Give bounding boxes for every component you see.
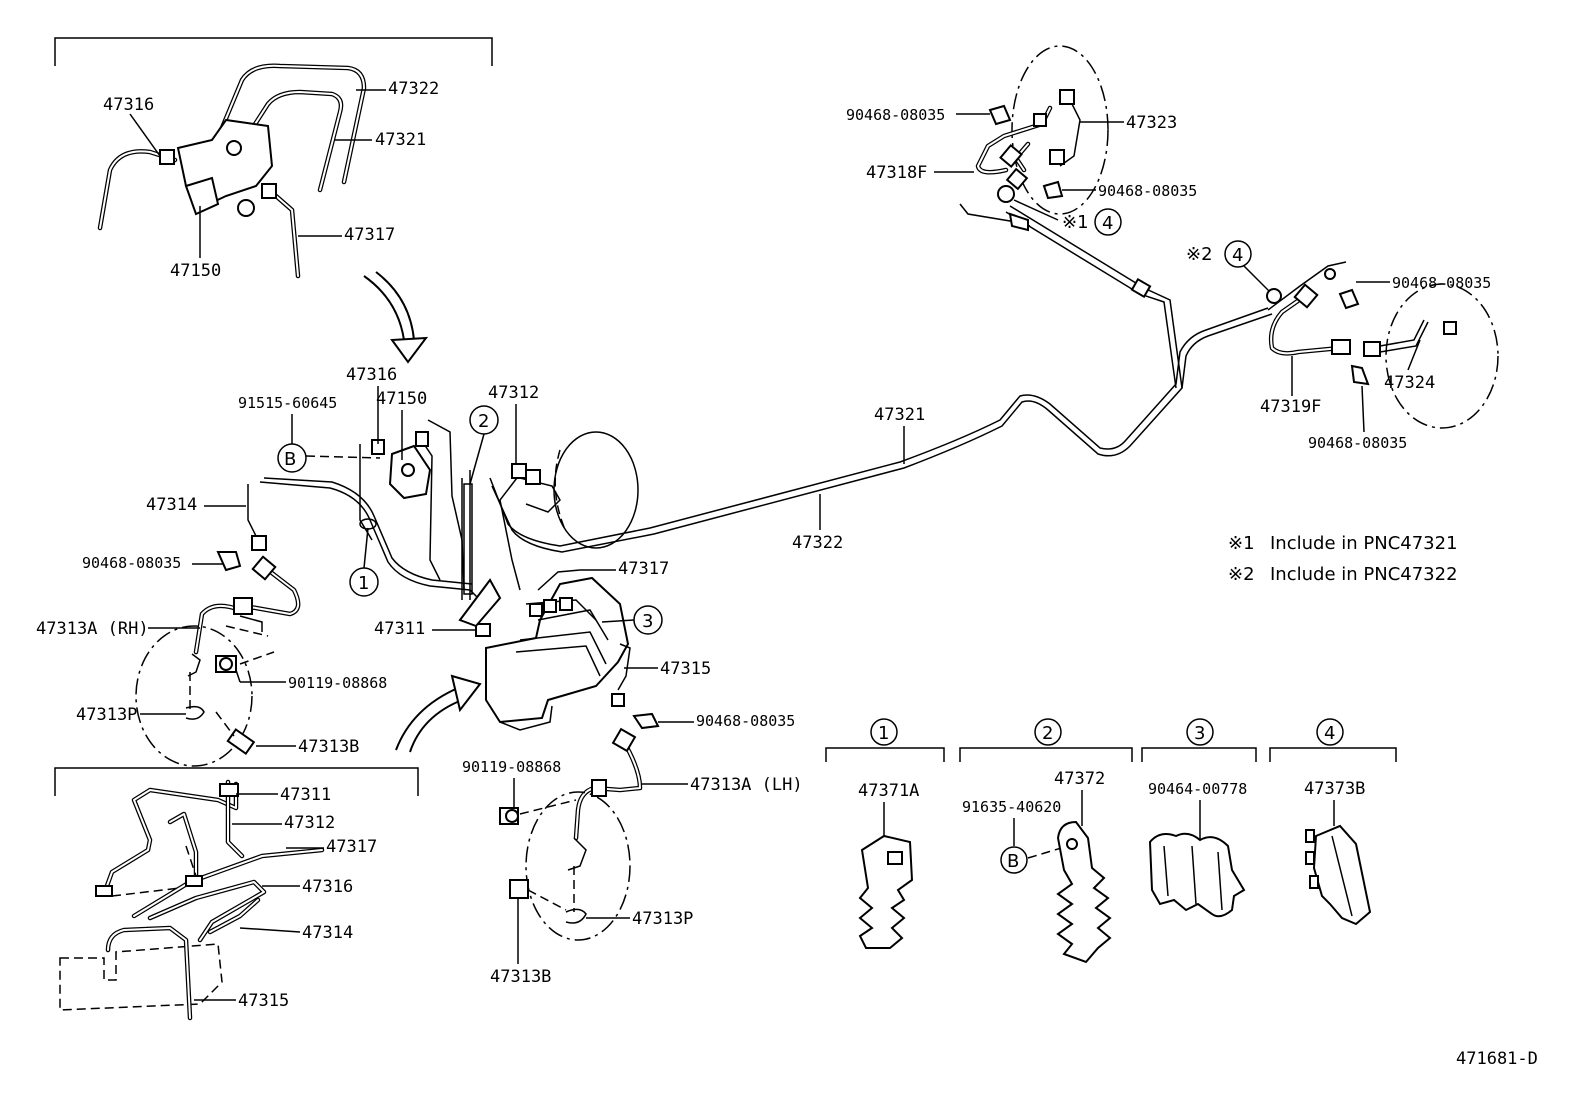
label-90119-08868-front-left: 90119-08868 — [462, 758, 561, 776]
marker-circle-4-rear-left: 4 — [1102, 213, 1113, 234]
label-47372: 47372 — [1054, 769, 1105, 789]
clamp-heading-4: 4 — [1324, 723, 1335, 744]
label-47313p-front-right: 47313P — [76, 705, 137, 725]
marker-circle-4-rear-right: 4 — [1232, 245, 1243, 266]
rear-right-assembly: 4 ※2 — [1186, 240, 1499, 429]
inset-top-labels: 47316 47322 47321 47317 47150 — [103, 79, 439, 281]
marker-b-main: B — [284, 449, 296, 470]
front-left-hose — [499, 727, 643, 941]
label-91635-40620: 91635-40620 — [962, 798, 1061, 816]
note-1-mark: ※1 — [1228, 533, 1255, 554]
marker-circle-1: 1 — [358, 573, 369, 594]
label-90468-08035-front-left: 90468-08035 — [696, 712, 795, 730]
rear-left-assembly: 4 ※1 — [959, 45, 1122, 236]
label-47315-inset-bottom: 47315 — [238, 991, 289, 1011]
label-90464-00778: 90464-00778 — [1148, 780, 1247, 798]
rear-left-labels: 90468-08035 47323 47318F 90468-08035 — [846, 106, 1197, 200]
label-90468-08035-rear-left-a: 90468-08035 — [846, 106, 945, 124]
label-47317-inset-top: 47317 — [344, 225, 395, 245]
label-47321-inset-top: 47321 — [375, 130, 426, 150]
inset-bottom-labels: 47311 47312 47317 47316 47314 47315 — [194, 785, 377, 1011]
marker-circles: 1 2 3 B — [277, 405, 663, 635]
label-47150: 47150 — [376, 389, 427, 409]
label-47311-inset-bottom: 47311 — [280, 785, 331, 805]
clamp-heading-2: 2 — [1042, 723, 1053, 744]
inset-top-valve-block — [159, 118, 277, 217]
label-47313b-front-right: 47313B — [298, 737, 359, 757]
front-right-hose — [135, 551, 301, 767]
label-47321: 47321 — [874, 405, 925, 425]
clamp-group-1: 1 47371A — [825, 718, 945, 949]
label-47316-inset-top: 47316 — [103, 95, 154, 115]
label-90468-08035-rear-right-a: 90468-08035 — [1392, 274, 1491, 292]
label-47150-inset-top: 47150 — [170, 261, 221, 281]
label-47313b-front-left: 47313B — [490, 967, 551, 987]
label-47317-inset-bottom: 47317 — [326, 837, 377, 857]
note-2-mark: ※2 — [1228, 564, 1255, 585]
view-arrow-down — [363, 271, 429, 364]
note-2-text: Include in PNC47322 — [1270, 564, 1458, 585]
label-47373b: 47373B — [1304, 779, 1365, 799]
label-47322-inset-top: 47322 — [388, 79, 439, 99]
label-47315: 47315 — [660, 659, 711, 679]
label-47322: 47322 — [792, 533, 843, 553]
label-90119-08868-front-right: 90119-08868 — [288, 674, 387, 692]
label-47312-inset-bottom: 47312 — [284, 813, 335, 833]
label-47371a: 47371A — [858, 781, 919, 801]
inset-top-tubes — [97, 63, 367, 279]
main-valve-cluster — [388, 444, 432, 500]
label-47317: 47317 — [618, 559, 669, 579]
clamp-heading-1: 1 — [878, 723, 889, 744]
inset-top-bracket — [54, 37, 493, 66]
label-90468-08035-rear-right-b: 90468-08035 — [1308, 434, 1407, 452]
label-47312: 47312 — [488, 383, 539, 403]
label-47314: 47314 — [146, 495, 197, 515]
label-47314-inset-bottom: 47314 — [302, 923, 353, 943]
clamp-group-4: 4 47373B — [1269, 718, 1397, 926]
label-47313a-rh: 47313A (RH) — [36, 619, 149, 639]
label-47324: 47324 — [1384, 373, 1435, 393]
marker-circle-2: 2 — [478, 411, 489, 432]
label-90468-08035-front-right: 90468-08035 — [82, 554, 181, 572]
label-47316: 47316 — [346, 365, 397, 385]
ref-mark-1: ※1 — [1062, 212, 1089, 233]
clamp-heading-3: 3 — [1194, 723, 1205, 744]
marker-b-clamp: B — [1007, 851, 1019, 872]
label-47316-inset-bottom: 47316 — [302, 877, 353, 897]
inset-bottom — [54, 767, 419, 1021]
label-47319f: 47319F — [1260, 397, 1321, 417]
ref-mark-2: ※2 — [1186, 244, 1213, 265]
rear-right-labels: 90468-08035 47319F 47324 90468-08035 — [1260, 274, 1491, 452]
clamp-group-2: 2 47372 91635-40620 B — [959, 718, 1133, 964]
main-labels: 47316 91515-60645 47150 47312 47314 9046… — [36, 365, 925, 987]
marker-circle-3: 3 — [642, 611, 653, 632]
view-arrow-up — [395, 674, 482, 753]
note-1-text: Include in PNC47321 — [1270, 533, 1458, 554]
label-90468-08035-rear-left-b: 90468-08035 — [1098, 182, 1197, 200]
clamp-group-3: 3 90464-00778 — [1141, 718, 1257, 918]
label-47313a-lh: 47313A (LH) — [690, 775, 803, 795]
label-47311: 47311 — [374, 619, 425, 639]
label-47323: 47323 — [1126, 113, 1177, 133]
diagram-code: 471681-D — [1456, 1049, 1538, 1069]
footnotes: ※1 Include in PNC47321 ※2 Include in PNC… — [1228, 533, 1458, 585]
label-91515-60645: 91515-60645 — [238, 394, 337, 412]
label-47318f: 47318F — [866, 163, 927, 183]
abs-actuator — [458, 569, 631, 731]
label-47313p-front-left: 47313P — [632, 909, 693, 929]
